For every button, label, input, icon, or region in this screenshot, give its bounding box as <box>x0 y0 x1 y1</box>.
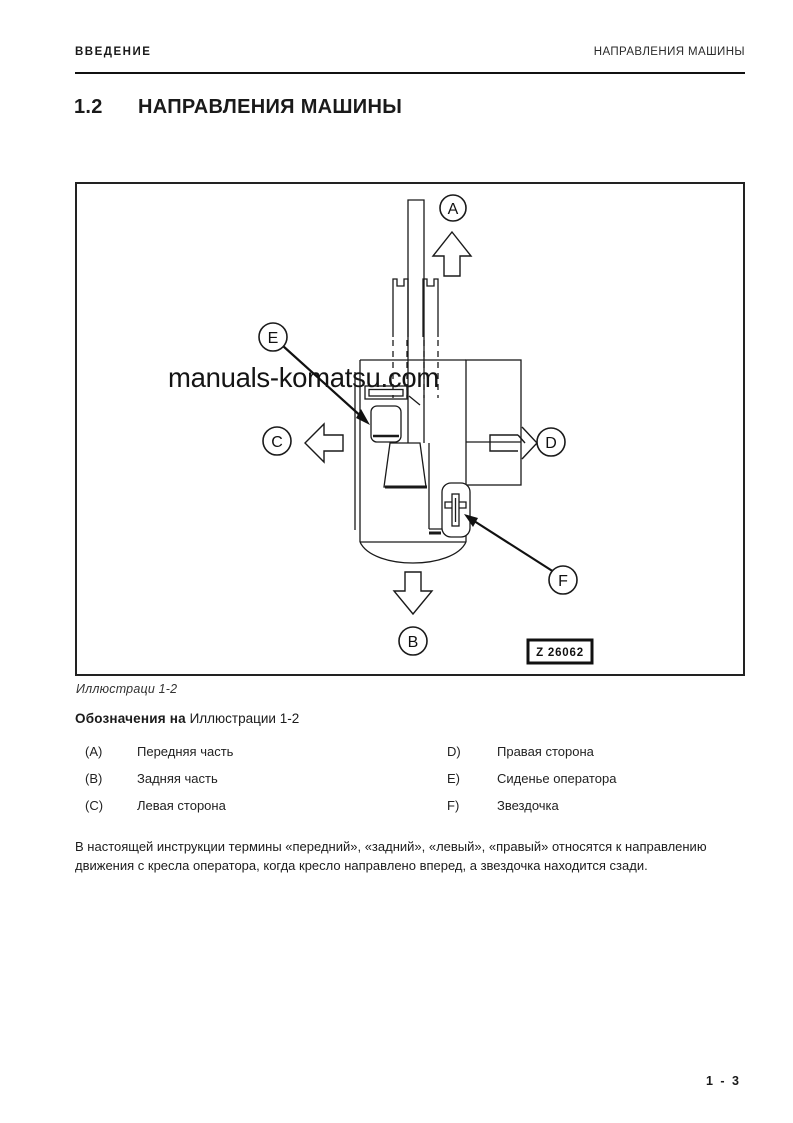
section-title-text: НАПРАВЛЕНИЯ МАШИНЫ <box>138 96 403 118</box>
header-rule <box>75 72 745 74</box>
legend-label: Задняя часть <box>137 771 218 786</box>
legend-label: Правая сторона <box>497 744 594 759</box>
left-arrow-icon <box>304 422 344 464</box>
page-number: 1 - 3 <box>705 1074 741 1088</box>
drawing-code-box: Z 26062 <box>526 638 594 665</box>
figure-caption: Иллюстраци 1-2 <box>76 682 178 696</box>
legend-key: (C) <box>85 798 104 813</box>
body-paragraph: В настоящей инструкции термины «передний… <box>75 839 707 873</box>
legend-label: Передняя часть <box>137 744 234 759</box>
marker-f-letter: F <box>558 573 568 590</box>
marker-b-letter: B <box>408 634 419 651</box>
right-arrow-icon <box>489 426 538 460</box>
drawing-code-text: Z 26062 <box>536 647 584 659</box>
marker-a-circle <box>439 194 467 222</box>
marker-d-circle <box>536 427 566 457</box>
legend-row: (C) Левая сторона F) Звездочка <box>75 798 745 825</box>
leader-line-e <box>282 345 370 425</box>
marker-c-circle <box>262 426 292 456</box>
watermark-text: manuals-komatsu.com <box>168 362 439 393</box>
marker-a-letter: A <box>448 201 459 218</box>
legend-key: D) <box>447 744 461 759</box>
legend-key: (B) <box>85 771 103 786</box>
legend-heading-rest: Иллюстрации 1-2 <box>185 711 300 726</box>
up-arrow-icon <box>431 230 473 277</box>
marker-c-letter: C <box>271 434 283 451</box>
legend-row: (A) Передняя часть D) Правая сторона <box>75 744 745 771</box>
legend-row: (B) Задняя часть E) Сиденье оператора <box>75 771 745 798</box>
marker-b-circle <box>398 626 428 656</box>
section-title: 1.2 НАПРАВЛЕНИЯ МАШИНЫ <box>74 96 402 119</box>
header-right-text: НАПРАВЛЕНИЯ МАШИНЫ <box>593 46 745 58</box>
leader-line-f <box>464 514 555 573</box>
machine-body-drawing <box>354 199 522 564</box>
operator-seat-drawing <box>370 405 402 443</box>
legend-heading-bold: Обозначения на <box>75 711 186 726</box>
legend-label: Звездочка <box>497 798 559 813</box>
legend-key: E) <box>447 771 460 786</box>
down-arrow-icon <box>392 571 434 616</box>
header-left-text: ВВЕДЕНИЕ <box>75 46 152 58</box>
legend-key: (A) <box>85 744 103 759</box>
marker-f-circle <box>548 565 578 595</box>
marker-e-letter: E <box>268 330 279 347</box>
legend-key: F) <box>447 798 460 813</box>
legend-heading: Обозначения на Иллюстрации 1-2 <box>75 711 299 726</box>
machine-direction-diagram: manuals-komatsu.com <box>168 194 594 665</box>
figure-frame: manuals-komatsu.com <box>75 182 745 676</box>
section-number: 1.2 <box>74 96 103 118</box>
sprocket-drawing <box>441 482 471 538</box>
legend-table: (A) Передняя часть D) Правая сторона (B)… <box>75 744 745 825</box>
marker-d-letter: D <box>545 435 557 452</box>
marker-e-circle <box>258 322 288 352</box>
legend-label: Сиденье оператора <box>497 771 617 786</box>
legend-label: Левая сторона <box>137 798 226 813</box>
